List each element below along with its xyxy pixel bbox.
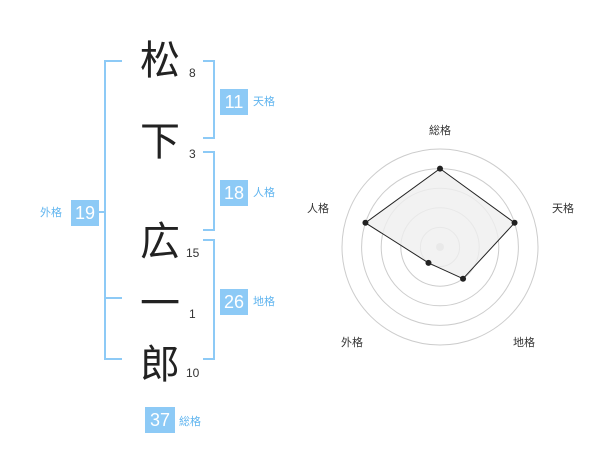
tenkaku-label: 天格 <box>253 95 275 108</box>
axis-label-jinkaku: 人格 <box>307 201 329 215</box>
tenkaku-value: 11 <box>220 89 248 115</box>
radar-point-1 <box>437 165 443 172</box>
chikaku-divider <box>104 297 122 299</box>
name-char-2: 下 <box>140 119 180 165</box>
radar-point-4 <box>425 259 432 266</box>
name-char-3: 広 <box>140 219 180 265</box>
tenkaku-bracket <box>203 60 215 139</box>
name-char-1: 松 <box>140 38 180 84</box>
radar-area <box>364 167 516 280</box>
soukaku-label: 総格 <box>179 415 201 428</box>
radar-point-3 <box>460 275 467 282</box>
chikaku-bracket <box>203 239 215 360</box>
jinkaku-value: 18 <box>220 180 248 206</box>
axis-label-soukaku: 総格 <box>429 123 451 137</box>
gaikaku-bracket-top <box>104 60 122 299</box>
name-char-4: 一 <box>140 281 180 327</box>
stroke-count-2: 3 <box>189 147 196 161</box>
stroke-count-4: 1 <box>189 307 196 321</box>
axis-label-gaikaku: 外格 <box>341 335 363 349</box>
gaikaku-bracket-bottom <box>104 297 122 360</box>
radar-ring-5 <box>341 148 539 346</box>
axis-label-tenkaku: 天格 <box>552 201 574 215</box>
chikaku-label: 地格 <box>253 295 275 308</box>
stroke-count-5: 10 <box>186 366 200 380</box>
name-char-5: 郎 <box>140 342 180 388</box>
stroke-count-1: 8 <box>189 66 196 80</box>
axis-label-chikaku: 地格 <box>513 335 535 349</box>
jinkaku-bracket <box>203 151 215 231</box>
radar-point-5 <box>362 219 369 226</box>
gaikaku-label: 外格 <box>40 206 62 219</box>
radar-point-2 <box>511 219 518 226</box>
soukaku-value: 37 <box>145 407 175 433</box>
chikaku-value: 26 <box>220 289 248 315</box>
stroke-count-3: 15 <box>186 246 200 260</box>
gaikaku-value: 19 <box>71 200 99 226</box>
radar-points <box>362 165 518 282</box>
gaikaku-connector <box>98 211 106 213</box>
jinkaku-label: 人格 <box>253 186 275 199</box>
